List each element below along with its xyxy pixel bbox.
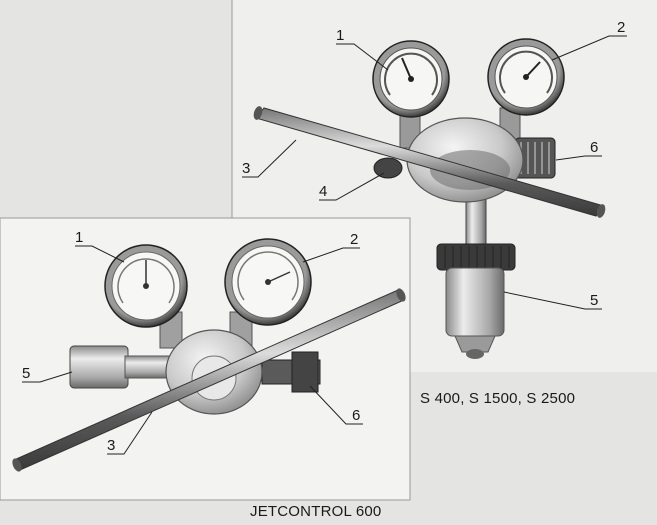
top-label-4: 4	[319, 183, 327, 200]
bottom-model-caption: JETCONTROL 600	[250, 503, 381, 520]
top-gauge-2	[487, 38, 565, 116]
top-label-1: 1	[336, 27, 344, 44]
bottom-label-1: 1	[75, 229, 83, 246]
top-label-2: 2	[617, 19, 625, 36]
top-outlet-cylinder	[445, 267, 505, 337]
top-outlet-point	[466, 349, 484, 359]
top-label-6: 6	[590, 139, 598, 156]
top-valve-knob	[373, 157, 403, 179]
bottom-label-3: 3	[107, 437, 115, 454]
bottom-label-6: 6	[352, 407, 360, 424]
top-gauge-1	[372, 40, 450, 118]
leader-lines	[22, 35, 627, 455]
panel-divider	[0, 218, 232, 219]
bottom-inlet-nut	[69, 345, 129, 389]
top-label-5: 5	[590, 292, 598, 309]
top-regulator	[253, 38, 606, 359]
bottom-label-2: 2	[350, 231, 358, 248]
top-model-caption: S 400, S 1500, S 2500	[420, 390, 575, 407]
top-outlet-nut	[436, 243, 516, 271]
top-outlet-tip	[454, 335, 496, 353]
bottom-label-5: 5	[22, 365, 30, 382]
bottom-gauge-2	[224, 238, 312, 326]
bottom-regulator	[12, 238, 406, 472]
bottom-gauge-1	[104, 244, 188, 328]
top-label-3: 3	[242, 160, 250, 177]
